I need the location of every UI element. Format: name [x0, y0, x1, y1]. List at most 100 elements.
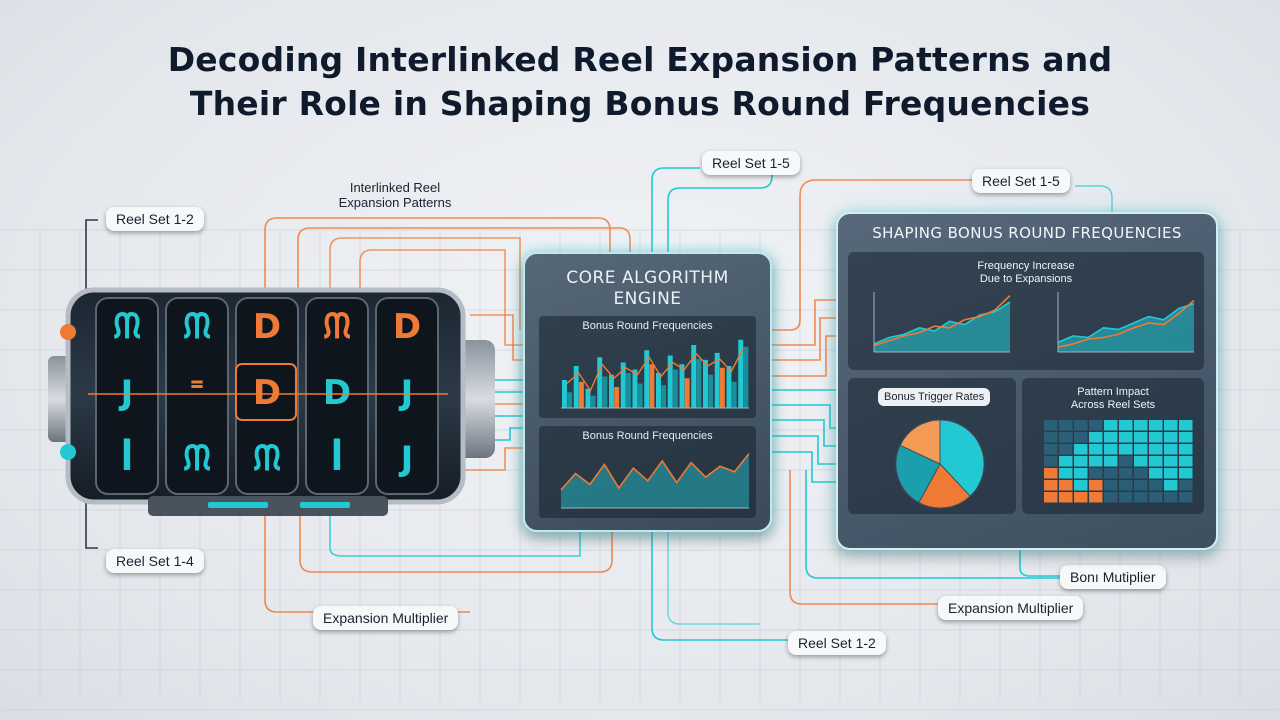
heatmap-cell [1044, 420, 1058, 431]
core-chart-2-title: Bonus Round Frequencies [582, 430, 713, 442]
bar [620, 362, 626, 408]
overlay-line [566, 348, 744, 392]
bar [696, 359, 702, 408]
heatmap-cell [1164, 468, 1178, 479]
heatmap-cell [1149, 468, 1163, 479]
bar [726, 366, 732, 408]
bar [672, 369, 678, 408]
heatmap-cell [1059, 444, 1073, 455]
reel-symbol: ᙏ [183, 307, 211, 347]
heatmap-cell [1074, 492, 1088, 503]
frequency-increase-panel: Frequency Increase Due to Expansions [848, 252, 1204, 370]
expansion-multiplier-left-label: Expansion Multiplier [313, 606, 459, 630]
heatmap-cell [1044, 432, 1058, 443]
heatmap-cell [1164, 420, 1178, 431]
frequency-left-chart [873, 292, 1011, 353]
title-line-1: Decoding Interlinked Reel Expansion Patt… [167, 40, 1113, 79]
reel-symbol: J [399, 373, 414, 413]
reel-set-1-2-bottom-label: Reel Set 1-2 [788, 631, 886, 655]
heatmap-cell [1104, 456, 1118, 467]
trigger-rates-panel: Bonus Trigger Rates [848, 378, 1016, 514]
pie-slice [895, 444, 941, 504]
core-area-chart-svg [560, 453, 750, 509]
heatmap-cell [1119, 468, 1133, 479]
reel-symbol: ꟾ [331, 438, 344, 479]
pattern-impact-heatmap [1044, 420, 1193, 503]
bar [644, 350, 650, 408]
heatmap-cell [1089, 432, 1103, 443]
reel-symbol: ᙏ [253, 439, 281, 479]
core-title-line-1: CORE ALGORITHM [566, 268, 729, 288]
bar [719, 367, 725, 408]
core-bar-chart-svg [561, 339, 749, 409]
bar [649, 364, 655, 408]
heatmap-cell [1089, 468, 1103, 479]
core-title-line-2: ENGINE [613, 289, 682, 309]
core-title: CORE ALGORITHM ENGINE [525, 268, 770, 310]
heatmap-cell [1119, 444, 1133, 455]
reel-symbol: ᙏ [113, 307, 141, 347]
heatmap-cell [1149, 492, 1163, 503]
reel-symbol: ᙏ [323, 307, 351, 347]
heatmap-cell [1059, 456, 1073, 467]
bar [602, 376, 608, 408]
heatmap-cell [1149, 432, 1163, 443]
bonus-multiplier-label: Bonı Mutiplier [1060, 565, 1166, 589]
bonus-frequency-dashboard: SHAPING BONUS ROUND FREQUENCIES Frequenc… [836, 212, 1218, 550]
bar [562, 380, 567, 408]
heatmap-cell [1074, 456, 1088, 467]
reel-set-1-5-top-label: Reel Set 1-5 [702, 151, 800, 175]
heatmap-cell [1179, 468, 1193, 479]
heatmap-cell [1074, 468, 1088, 479]
reel-column [305, 297, 369, 495]
bar [609, 374, 614, 408]
bar [656, 373, 661, 408]
heatmap-cell [1119, 432, 1133, 443]
heatmap-cell [1104, 432, 1118, 443]
interlinked-note: Interlinked Reel Expansion Patterns [330, 180, 460, 210]
heatmap-cell [1074, 480, 1088, 491]
area-line [560, 453, 750, 491]
bar [597, 357, 603, 408]
bar [684, 378, 690, 408]
frequency-title-line-1: Frequency Increase [977, 260, 1075, 272]
frequency-increase-title: Frequency Increase Due to Expansions [948, 260, 1104, 286]
overlay-line [873, 295, 1011, 347]
bar [567, 392, 573, 408]
heatmap-cell [1119, 456, 1133, 467]
reel-set-1-4-label: Reel Set 1-4 [106, 549, 204, 573]
bar [667, 355, 673, 408]
heatmap-cell [1134, 468, 1148, 479]
heatmap-cell [1104, 468, 1118, 479]
heatmap-cell [1104, 444, 1118, 455]
heatmap-cell [1119, 480, 1133, 491]
core-chart-1-title: Bonus Round Frequencies [582, 320, 713, 332]
heatmap-cell [1119, 492, 1133, 503]
bar [573, 366, 579, 408]
page-title: Decoding Interlinked Reel Expansion Patt… [0, 38, 1280, 126]
heatmap-cell [1059, 492, 1073, 503]
reel-set-1-2-label: Reel Set 1-2 [106, 207, 204, 231]
heatmap-cell [1104, 492, 1118, 503]
heatmap-cell [1059, 480, 1073, 491]
core-bar-chart: Bonus Round Frequencies [539, 316, 756, 418]
bar [637, 383, 643, 408]
bar [743, 346, 749, 408]
heatmap-cell [1134, 480, 1148, 491]
trigger-rates-pie [895, 419, 985, 509]
heatmap-cell [1149, 444, 1163, 455]
heatmap-cell [1104, 420, 1118, 431]
heatmap-cell [1074, 444, 1088, 455]
reel-symbol: D [253, 307, 281, 347]
frequency-title-line-2: Due to Expansions [979, 273, 1073, 285]
heatmap-cell [1179, 432, 1193, 443]
heatmap-cell [1149, 480, 1163, 491]
pattern-impact-title: Pattern Impact Across Reel Sets [1022, 386, 1204, 412]
pie-slice [939, 419, 985, 497]
heatmap-cell [1089, 492, 1103, 503]
pie-slice [918, 463, 971, 509]
reel-symbol: J [399, 439, 414, 479]
title-line-2: Their Role in Shaping Bonus Round Freque… [189, 84, 1091, 123]
bar [578, 381, 584, 408]
